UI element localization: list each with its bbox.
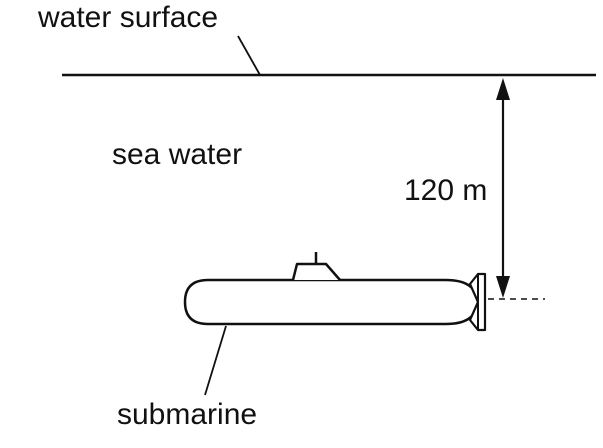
water-surface-label: water surface [37,1,218,34]
depth-arrow-head-bottom [496,276,510,298]
depth-arrow-head-top [496,78,510,100]
depth-label: 120 m [404,174,487,207]
submarine-hull [183,278,480,326]
water-surface-leader [237,35,261,76]
submarine-conning-tower [291,262,341,281]
submarine-propeller [468,272,487,332]
submarine-shape [183,252,487,332]
submarine-label: submarine [117,398,257,431]
submarine-leader [204,325,227,396]
sea-water-label: sea water [112,138,242,171]
depth-arrow [496,78,510,298]
